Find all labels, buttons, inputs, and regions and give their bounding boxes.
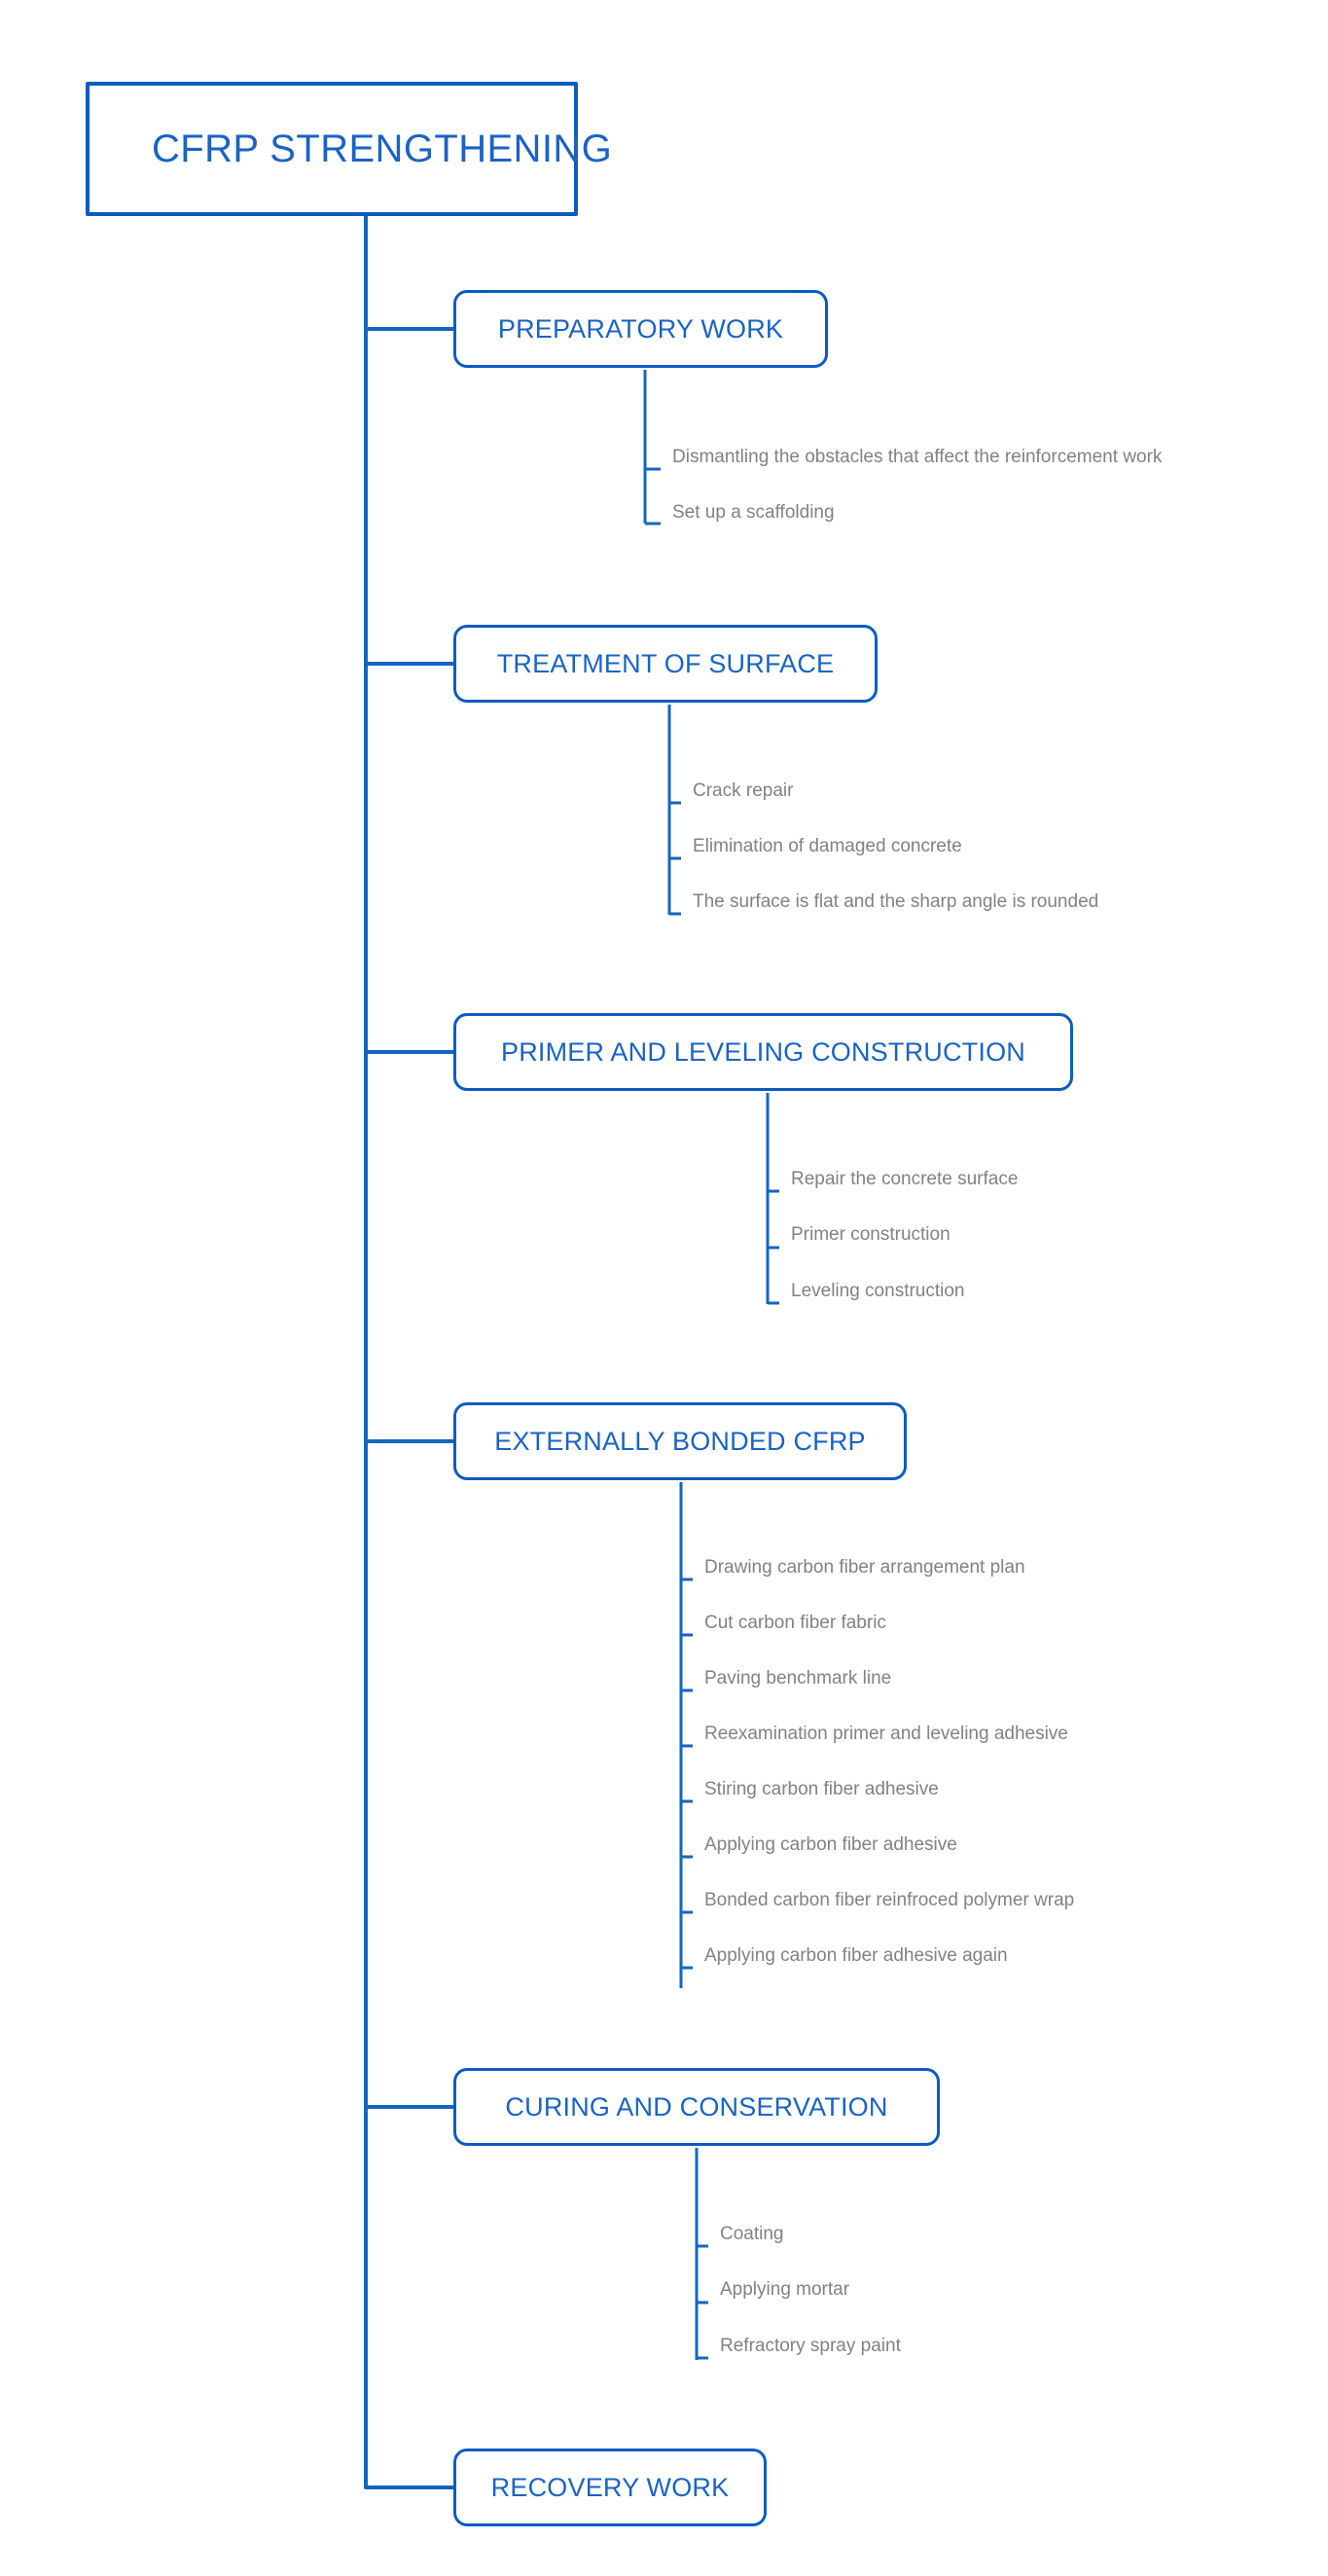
leaf-node-label: Set up a scaffolding	[672, 502, 835, 523]
leaf-node[interactable]: Cut carbon fiber fabric	[693, 1614, 938, 1639]
root-node[interactable]: CFRP STRENGTHENING	[86, 82, 612, 216]
branch-node-label: EXTERNALLY BONDED CFRP	[494, 1426, 866, 1456]
root-node-label: CFRP STRENGTHENING	[152, 127, 613, 170]
leaf-node-label: Applying carbon fiber adhesive	[704, 1834, 957, 1855]
leaf-node-label: Refractory spray paint	[720, 2336, 901, 2356]
leaf-node-label: Elimination of damaged concrete	[693, 836, 962, 856]
branch-node-treatment-of-surface[interactable]: TREATMENT OF SURFACE	[453, 625, 878, 703]
leaf-node-label: Drawing carbon fiber arrangement plan	[704, 1557, 1025, 1578]
leaf-node-label: Primer construction	[791, 1224, 951, 1245]
branch-node-primer-and-leveling-construction[interactable]: PRIMER AND LEVELING CONSTRUCTION	[453, 1013, 1073, 1091]
leaf-node-label: Bonded carbon fiber reinfroced polymer w…	[704, 1890, 1075, 1910]
leaf-node[interactable]: Applying carbon fiber adhesive	[693, 1835, 1027, 1861]
leaf-node[interactable]: Drawing carbon fiber arrangement plan	[693, 1558, 1103, 1583]
leaf-node[interactable]: Bonded carbon fiber reinfroced polymer w…	[693, 1891, 1159, 1916]
branch-node-label: PREPARATORY WORK	[497, 313, 784, 344]
branch-node-label: TREATMENT OF SURFACE	[496, 648, 835, 678]
leaf-node[interactable]: Crack repair	[681, 781, 833, 807]
leaf-node[interactable]: Reexamination primer and leveling adhesi…	[693, 1724, 1151, 1750]
leaf-node-label: Repair the concrete surface	[791, 1169, 1019, 1189]
branch-node-recovery-work[interactable]: RECOVERY WORK	[453, 2449, 767, 2526]
branch-node-curing-and-conservation[interactable]: CURING AND CONSERVATION	[453, 2068, 940, 2146]
leaf-node-label: Crack repair	[693, 780, 794, 801]
leaf-node-label: Stiring carbon fiber adhesive	[704, 1779, 939, 1799]
leaf-node-label: Applying carbon fiber adhesive again	[704, 1945, 1008, 1966]
branch-node-preparatory-work[interactable]: PREPARATORY WORK	[453, 290, 828, 368]
leaf-node-label: Cut carbon fiber fabric	[704, 1613, 886, 1633]
leaf-node[interactable]: Paving benchmark line	[693, 1669, 944, 1694]
leaf-node-label: Leveling construction	[791, 1281, 965, 1301]
leaf-node[interactable]: The surface is flat and the sharp angle …	[681, 892, 1187, 918]
leaf-node[interactable]: Leveling construction	[779, 1282, 1021, 1307]
leaf-node[interactable]: Coating	[708, 2225, 816, 2250]
leaf-node[interactable]: Refractory spray paint	[708, 2337, 959, 2362]
leaf-node-label: Reexamination primer and leveling adhesi…	[704, 1723, 1068, 1744]
leaf-node-label: The surface is flat and the sharp angle …	[693, 891, 1099, 912]
leaf-node[interactable]: Applying mortar	[708, 2280, 906, 2305]
branch-node-label: PRIMER AND LEVELING CONSTRUCTION	[501, 1036, 1025, 1067]
leaf-node-label: Coating	[720, 2224, 784, 2244]
leaf-node-label: Paving benchmark line	[704, 1668, 892, 1688]
leaf-node[interactable]: Elimination of damaged concrete	[681, 837, 1025, 862]
branch-node-externally-bonded-cfrp[interactable]: EXTERNALLY BONDED CFRP	[453, 1402, 907, 1480]
leaf-node[interactable]: Primer construction	[779, 1225, 1008, 1251]
leaf-node-label: Dismantling the obstacles that affect th…	[672, 447, 1163, 467]
leaf-node-label: Applying mortar	[720, 2279, 850, 2300]
leaf-node[interactable]: Dismantling the obstacles that affect th…	[661, 448, 1264, 473]
leaf-node[interactable]: Stiring carbon fiber adhesive	[693, 1780, 1006, 1805]
leaf-node[interactable]: Set up a scaffolding	[661, 503, 870, 528]
branch-node-label: CURING AND CONSERVATION	[505, 2091, 888, 2122]
leaf-node[interactable]: Applying carbon fiber adhesive again	[693, 1946, 1090, 1972]
leaf-node[interactable]: Repair the concrete surface	[779, 1170, 1073, 1195]
branch-node-label: RECOVERY WORK	[490, 2472, 730, 2502]
